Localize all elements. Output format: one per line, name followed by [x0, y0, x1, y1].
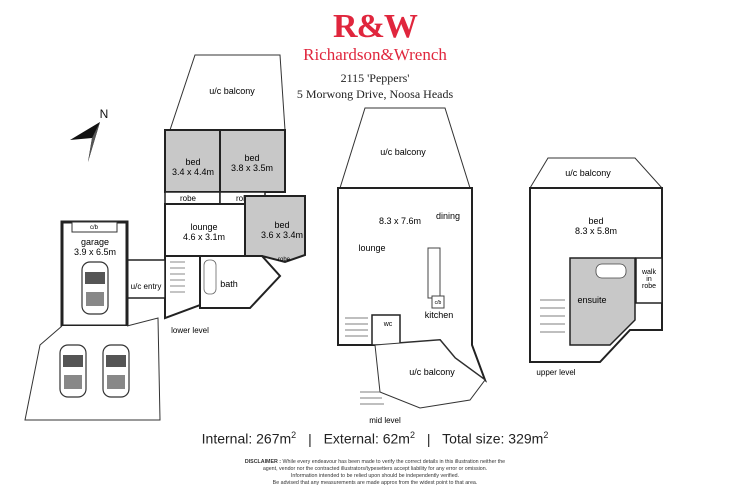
- lower-bed-3-size: 3.6 x 3.4m: [261, 230, 303, 240]
- internal-label: Internal:: [201, 430, 253, 447]
- total-unit: 2: [543, 430, 549, 440]
- upper-robe-walk: walk: [641, 269, 657, 276]
- upper-balcony-label: u/c balcony: [565, 168, 611, 178]
- lower-lounge-name: lounge: [190, 222, 217, 232]
- lower-balcony-label: u/c balcony: [209, 86, 255, 96]
- lower-level-label: lower level: [171, 326, 209, 335]
- disclaimer-heading: DISCLAIMER :: [244, 459, 282, 465]
- upper-level-label: upper level: [536, 368, 575, 377]
- upper-bed-size: 8.3 x 5.8m: [575, 226, 617, 236]
- lower-bed-3-name: bed: [274, 220, 289, 230]
- lower-bath-label: bath: [220, 279, 238, 289]
- mid-dining-label: dining: [436, 211, 460, 221]
- lower-bed-1: [164, 129, 221, 193]
- lower-stairs: [170, 261, 185, 293]
- internal-value: 267m: [256, 430, 292, 447]
- mid-balcony-bottom: [374, 339, 486, 409]
- upper-level-plan: u/c balcony bed 8.3 x 5.8m ensuite walk …: [529, 157, 664, 377]
- mid-level-plan: u/c balcony 8.3 x 7.6m dining lounge c/b…: [337, 107, 488, 425]
- upper-bed-name: bed: [588, 216, 603, 226]
- compass-north-label: N: [100, 107, 109, 121]
- mid-lounge-label: lounge: [358, 243, 385, 253]
- lower-bed-2-size: 3.8 x 3.5m: [231, 163, 273, 173]
- upper-robe-word: robe: [642, 283, 656, 290]
- mid-wc-label: wc: [383, 321, 393, 328]
- lower-bath: [199, 255, 282, 309]
- lower-bed-1-name: bed: [185, 157, 200, 167]
- mid-cupboard: [431, 295, 445, 309]
- lower-bed-1-size: 3.4 x 4.4m: [172, 167, 214, 177]
- garage-name: garage: [81, 237, 109, 247]
- external-value: 62m: [382, 430, 410, 447]
- upper-walk-in-robe: [635, 257, 663, 304]
- car-icon: [102, 344, 130, 398]
- disclaimer-line-2: agent, vendor nor the contracted illustr…: [262, 466, 488, 472]
- lower-robe-3-label: robe: [278, 257, 291, 263]
- mid-balcony-top-label: u/c balcony: [380, 147, 426, 157]
- address-line-1: 2115 'Peppers': [340, 71, 410, 85]
- mid-level-label: mid level: [369, 416, 401, 425]
- garage-cupboard: [71, 221, 118, 233]
- upper-stairs: [540, 299, 565, 333]
- lower-lounge-size: 4.6 x 3.1m: [183, 232, 225, 242]
- internal-unit: 2: [291, 430, 297, 440]
- upper-ensuite: [569, 257, 636, 346]
- lower-entry-label: u/c entry: [131, 282, 162, 291]
- total-label: Total size:: [442, 430, 505, 447]
- upper-ensuite-label: ensuite: [577, 295, 606, 305]
- car-icon: [59, 344, 87, 398]
- divider: |: [308, 430, 312, 447]
- divider: |: [426, 430, 431, 447]
- address-line-2: 5 Morwong Drive, Noosa Heads: [296, 87, 454, 101]
- car-icon: [81, 261, 109, 315]
- mid-cupboard-label: c/b: [435, 300, 442, 306]
- garage-size: 3.9 x 6.5m: [74, 247, 116, 257]
- mid-external-stairs: [360, 391, 384, 405]
- upper-bathtub: [595, 263, 627, 279]
- kitchen-island: [427, 247, 441, 299]
- lower-bed-2-name: bed: [244, 153, 259, 163]
- lower-entry: [126, 259, 166, 299]
- total-value: 329m: [508, 430, 544, 447]
- garage-cupboard-label: c/b: [90, 225, 99, 231]
- mid-size: 8.3 x 7.6m: [379, 216, 421, 226]
- lower-stair-hall: [164, 255, 201, 320]
- disclaimer-line-3: Information intended to be relied upon s…: [290, 473, 460, 479]
- disclaimer-line-4: Be advised that any measurements are mad…: [272, 480, 478, 486]
- upper-robe-in: in: [646, 276, 652, 283]
- external-unit: 2: [409, 430, 415, 440]
- lower-level-plan: u/c balcony bed 3.4 x 4.4m bed 3.8 x 3.5…: [24, 54, 306, 421]
- mid-wc: [371, 314, 401, 346]
- external-label: External:: [323, 430, 379, 447]
- disclaimer-text-1: While every endeavour has been made to v…: [282, 459, 506, 465]
- driveway: [24, 317, 161, 421]
- mid-balcony-bottom-label: u/c balcony: [409, 367, 455, 377]
- compass-arrow-icon: [70, 122, 100, 162]
- brand-logo: R&W: [333, 8, 418, 45]
- lower-robe-1-label: robe: [180, 194, 197, 203]
- lower-bathtub: [203, 259, 217, 295]
- mid-kitchen-label: kitchen: [425, 310, 454, 320]
- brand-name: Richardson&Wrench: [303, 45, 447, 64]
- mid-stairs: [345, 317, 368, 337]
- disclaimer-line-1: DISCLAIMER : While every endeavour has b…: [150, 459, 600, 466]
- area-totals: Internal: 267m2 | External: 62m2 | Total…: [0, 430, 750, 447]
- compass: N: [70, 107, 108, 162]
